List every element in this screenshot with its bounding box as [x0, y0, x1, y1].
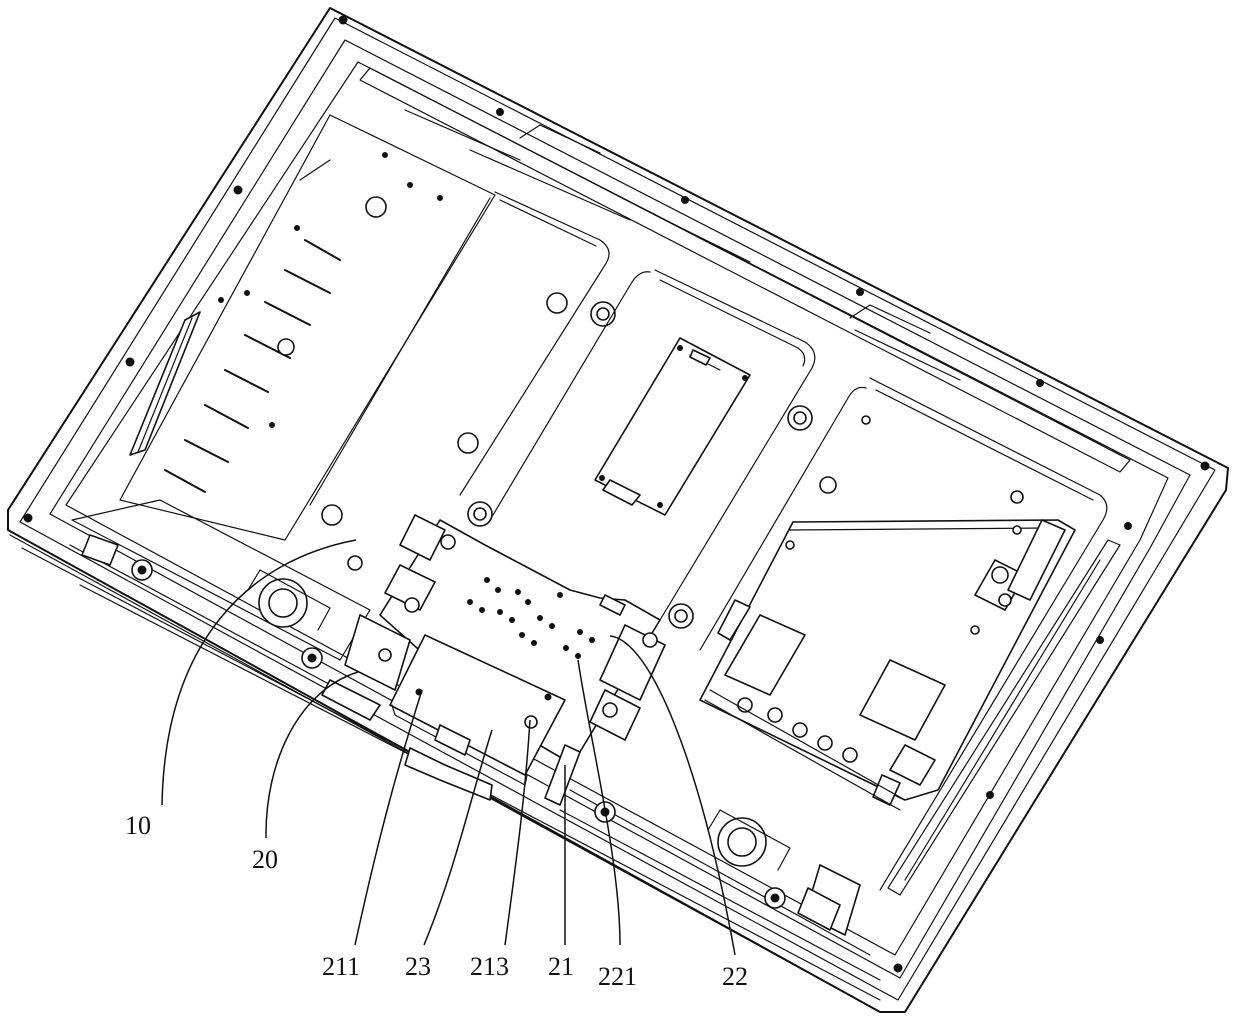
label-10: 10	[125, 811, 151, 840]
label-20: 20	[252, 845, 278, 874]
label-23: 23	[405, 952, 431, 981]
label-211: 211	[322, 952, 360, 981]
reference-labels: 10 20 211 23 213 21 221 22	[125, 811, 748, 991]
bracket-assembly	[322, 515, 665, 805]
label-21: 21	[548, 952, 574, 981]
housing-frame	[8, 8, 1228, 1012]
label-22: 22	[722, 962, 748, 991]
top-rail	[360, 68, 1130, 472]
label-213: 213	[470, 952, 509, 981]
middle-left-panel	[310, 192, 615, 526]
left-plate	[120, 115, 495, 570]
right-panel	[700, 378, 1107, 890]
label-221: 221	[598, 962, 637, 991]
